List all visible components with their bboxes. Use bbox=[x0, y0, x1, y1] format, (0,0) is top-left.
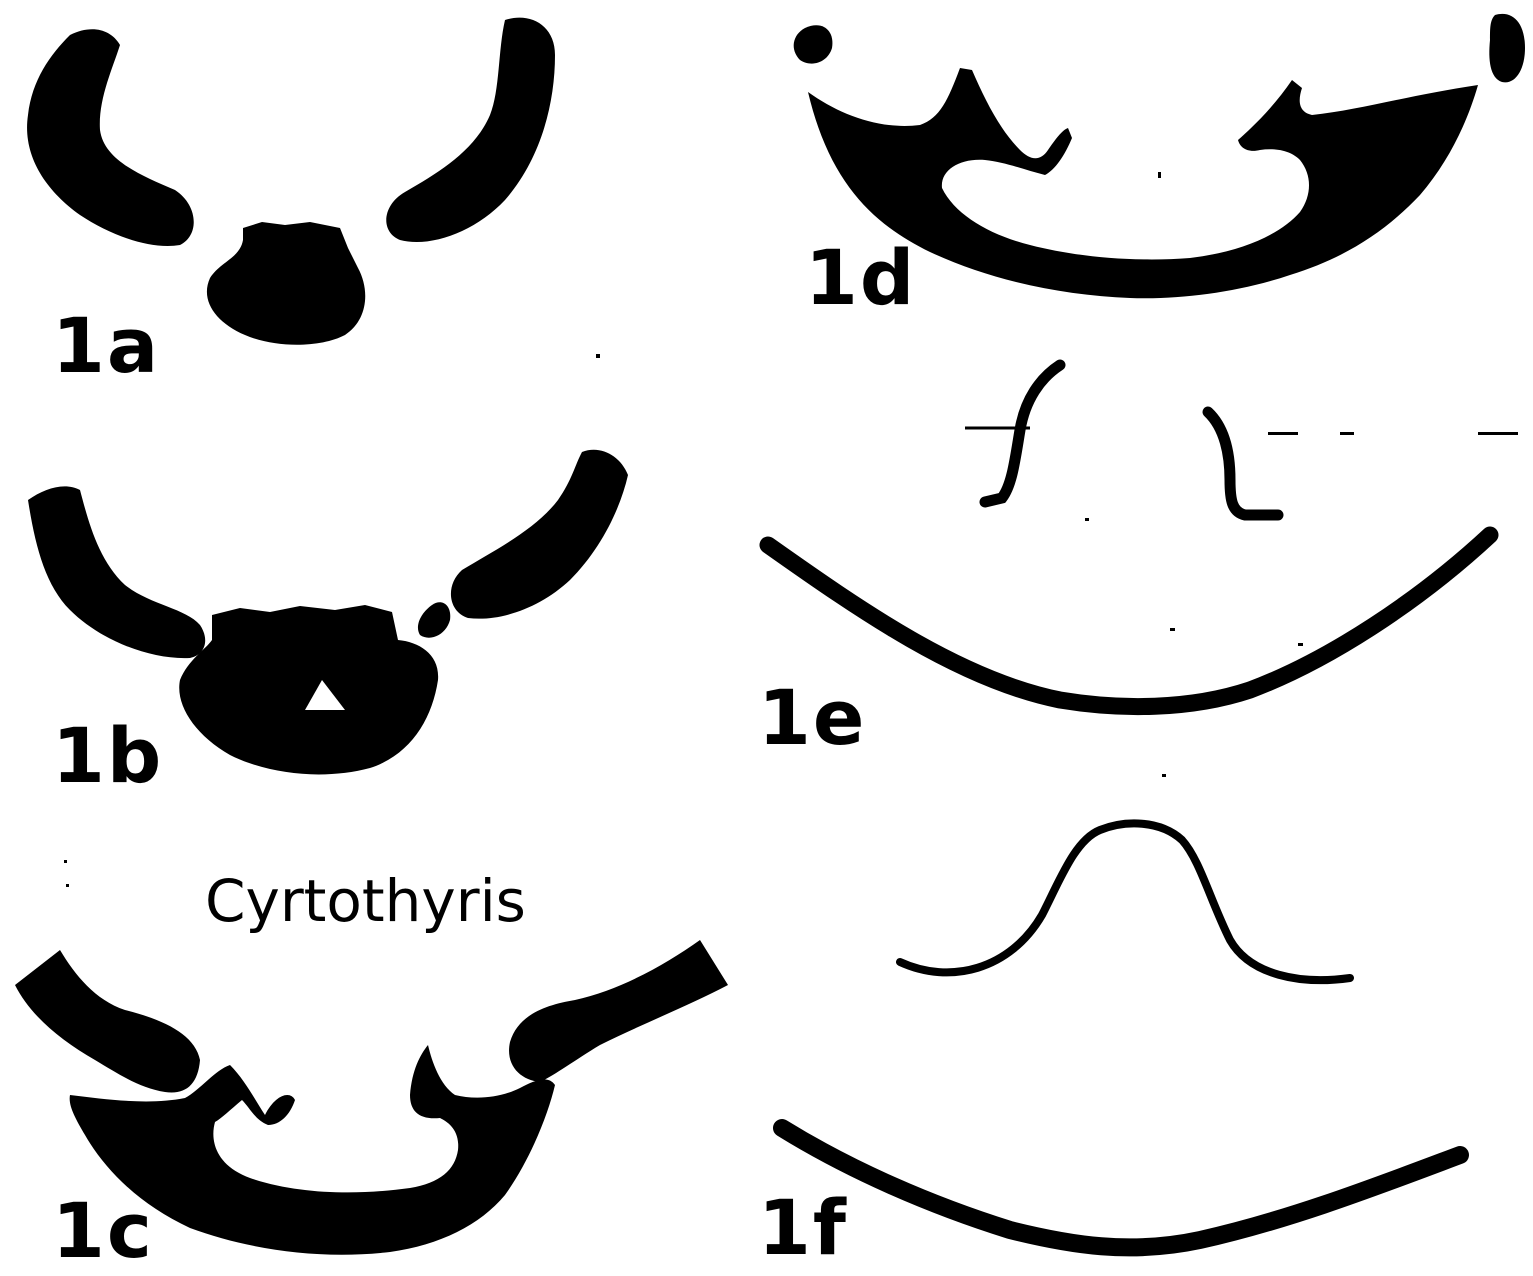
section-1a-center-body bbox=[207, 222, 365, 345]
section-1c-right-hinge-plate bbox=[509, 940, 728, 1082]
section-1a-left-plate bbox=[27, 29, 194, 246]
figure-label-1c: 1c bbox=[52, 1193, 154, 1269]
section-1a-right-plate bbox=[386, 18, 555, 242]
section-1b-knob bbox=[418, 602, 450, 637]
section-1e bbox=[768, 365, 1490, 707]
figure-label-1f: 1f bbox=[758, 1190, 848, 1266]
section-1e-left-crura bbox=[985, 365, 1060, 502]
section-1b-center-body bbox=[179, 605, 438, 774]
genus-label: Cyrtothyris bbox=[205, 872, 526, 930]
figure-label-1d: 1d bbox=[805, 240, 916, 316]
section-1e-right-crura bbox=[1208, 412, 1278, 515]
section-1f bbox=[782, 823, 1460, 1247]
figure-label-1a: 1a bbox=[52, 308, 160, 384]
section-1d-left-knob bbox=[794, 25, 833, 63]
section-1b-right-plate bbox=[451, 450, 628, 619]
section-1f-loop bbox=[900, 823, 1350, 980]
section-1e-valve-arc bbox=[768, 535, 1490, 707]
section-1d-right-knob bbox=[1489, 14, 1525, 82]
section-1f-valve-arc bbox=[782, 1128, 1460, 1247]
section-1b-left-plate bbox=[28, 486, 205, 658]
section-1c-left-hinge-plate bbox=[15, 950, 200, 1093]
section-1a bbox=[27, 18, 555, 345]
figure-label-1e: 1e bbox=[758, 680, 866, 756]
figure-label-1b: 1b bbox=[52, 718, 163, 794]
